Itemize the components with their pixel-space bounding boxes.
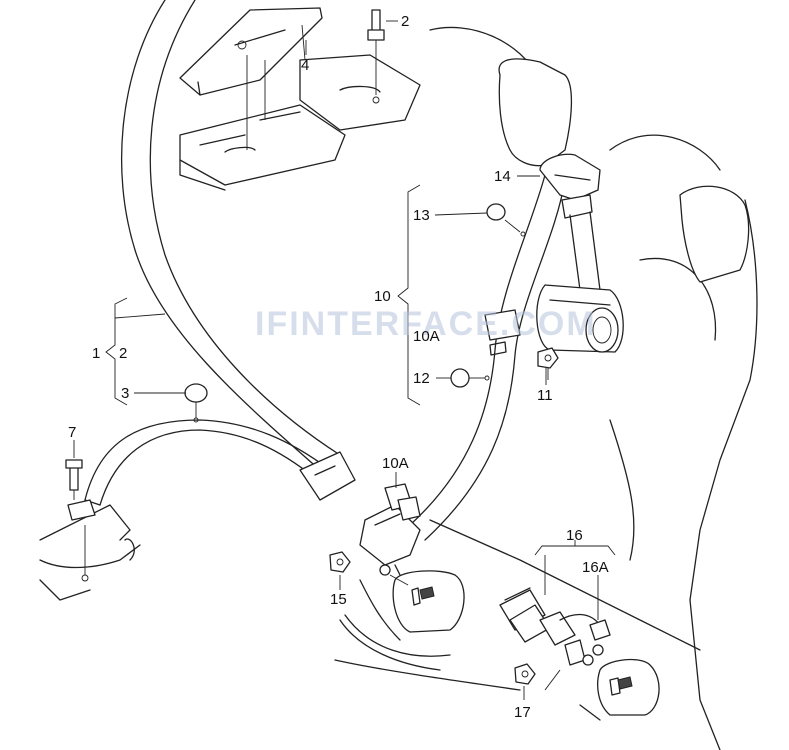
callout-11: 11 [537, 387, 553, 404]
webbing-guide-loop [484, 309, 521, 356]
part-10-retractor [536, 284, 624, 353]
watermark-text: IFINTERFACE.COM [255, 305, 597, 343]
buckle-assembly-front [359, 483, 421, 586]
group-bracket-10 [397, 184, 421, 406]
callout-12: 12 [413, 370, 430, 387]
headrest-right [679, 185, 750, 283]
part-3-cap [184, 383, 208, 423]
callout-7: 7 [68, 424, 76, 441]
callout-2-left: 2 [119, 345, 127, 362]
callout-4: 4 [301, 57, 309, 74]
group-bracket-1 [105, 297, 166, 406]
part-17-nut [514, 663, 536, 685]
headrest-left [498, 58, 573, 167]
callout-10: 10 [374, 288, 391, 305]
callout-13: 13 [413, 207, 430, 224]
part-14-guide [539, 153, 601, 219]
part-4-cover [179, 7, 323, 150]
group-bracket-16 [534, 540, 616, 595]
part-11-nut [537, 347, 559, 380]
callout-2-top: 2 [401, 13, 409, 30]
belt-tongue-plate [299, 451, 356, 501]
callout-17: 17 [514, 704, 531, 721]
part-12-cap [450, 368, 490, 388]
callout-3: 3 [121, 385, 129, 402]
lap-webbing [84, 419, 331, 506]
retractor-strap [569, 211, 601, 291]
belt-webbing-1 [120, 0, 341, 471]
callout-15: 15 [330, 591, 347, 608]
belt-webbing-10 [409, 174, 566, 541]
callout-16: 16 [566, 527, 583, 544]
callout-16a: 16A [582, 559, 609, 576]
callout-14: 14 [494, 168, 511, 185]
callout-10a-group: 10A [413, 328, 440, 345]
part-15-nut [329, 551, 351, 573]
floor-anchor-rear [579, 658, 660, 721]
floor-anchor-center [344, 570, 465, 657]
part-2-bolt [367, 9, 385, 104]
callout-10a-buckle: 10A [382, 455, 409, 472]
leader-lines [73, 20, 599, 700]
floor-anchor-left [39, 459, 141, 601]
callout-1: 1 [92, 345, 100, 362]
buckle-assembly-rear [499, 587, 611, 691]
part-13-cap [486, 203, 526, 237]
upper-panel [179, 54, 421, 191]
